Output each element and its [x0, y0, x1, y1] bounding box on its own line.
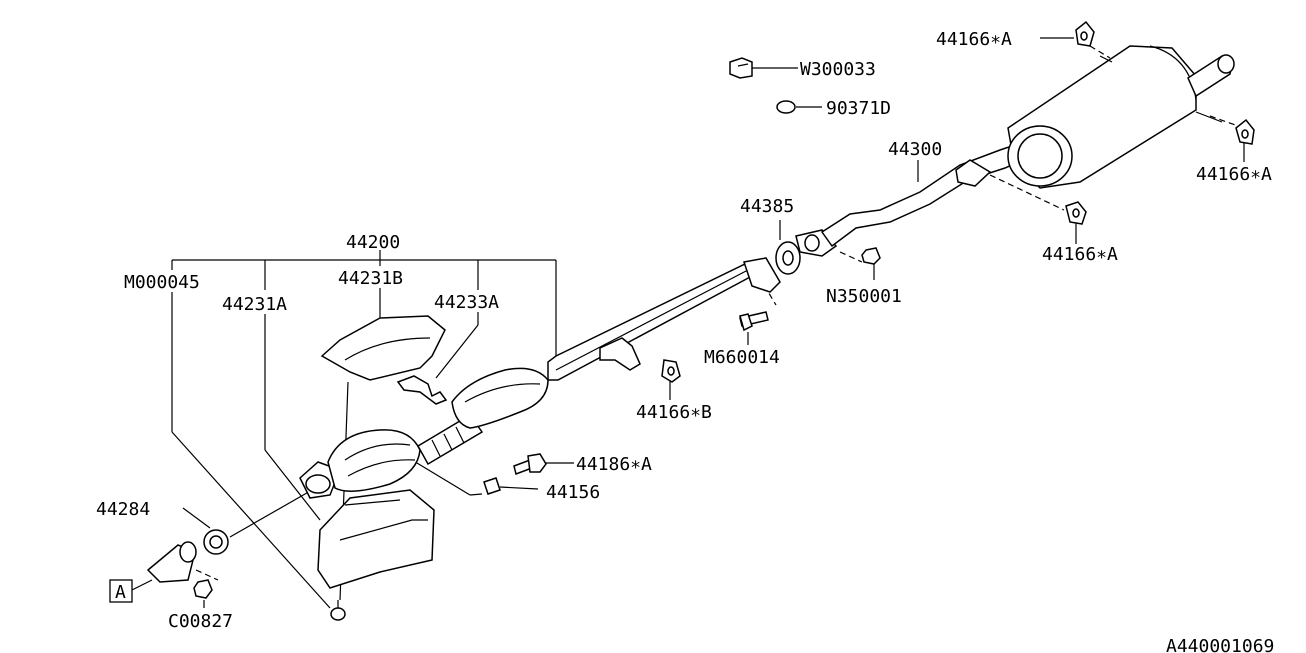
front-catalytic-converter [299, 414, 484, 499]
label-44186A: 44186∗A [576, 454, 652, 475]
rubber-hanger-44166A-mid [1065, 201, 1087, 225]
rubber-hanger-44166A-right [1235, 118, 1255, 145]
rubber-hanger-44166B [661, 359, 681, 383]
bolt-m000045-part [330, 600, 346, 621]
heat-shield-upper-44231B [320, 315, 446, 381]
heat-shield-lower-44231A [317, 489, 435, 589]
nut-c00827-part [193, 579, 213, 599]
label-W300033: W300033 [800, 59, 876, 80]
heat-shield-44233A [396, 375, 448, 405]
bolt-44186A-part [513, 453, 547, 475]
label-44284: 44284 [96, 499, 150, 520]
gasket-44284-part [203, 529, 229, 555]
gasket-44385-part [775, 241, 801, 275]
stud-44156-part [483, 477, 501, 495]
label-90371D: 90371D [826, 98, 891, 119]
label-44200: 44200 [346, 232, 400, 253]
label-M000045: M000045 [124, 272, 200, 293]
front-flange-part [146, 541, 197, 583]
center-pipe [547, 257, 781, 381]
label-44166B: 44166∗B [636, 402, 712, 423]
label-44231B: 44231B [338, 268, 403, 289]
rear-catalytic-converter [451, 367, 549, 429]
label-44166A-top: 44166∗A [936, 29, 1012, 50]
label-C00827: C00827 [168, 611, 233, 632]
label-44385: 44385 [740, 196, 794, 217]
label-44300: 44300 [888, 139, 942, 160]
nut-n350001-part [861, 247, 881, 265]
rubber-hanger-44166A-top [1075, 20, 1095, 47]
label-M660014: M660014 [704, 347, 780, 368]
muffler [1007, 45, 1235, 189]
label-44166A-mid: 44166∗A [1042, 244, 1118, 265]
label-44231A: 44231A [222, 294, 287, 315]
label-44156: 44156 [546, 482, 600, 503]
label-44166A-right: 44166∗A [1196, 164, 1272, 185]
reference-a-box [109, 579, 133, 603]
label-44233A: 44233A [434, 292, 499, 313]
plug-90371d-part [776, 100, 796, 114]
parts [146, 20, 1255, 621]
part-labels: 44200 44231B 44233A 44231A M000045 44284… [96, 29, 1274, 653]
clip-w300033-part [729, 57, 753, 79]
diagram-id-label: A440001069 [1166, 636, 1274, 653]
bolt-m660014-part [739, 311, 769, 332]
label-N350001: N350001 [826, 286, 902, 307]
label-A: A [115, 582, 126, 603]
